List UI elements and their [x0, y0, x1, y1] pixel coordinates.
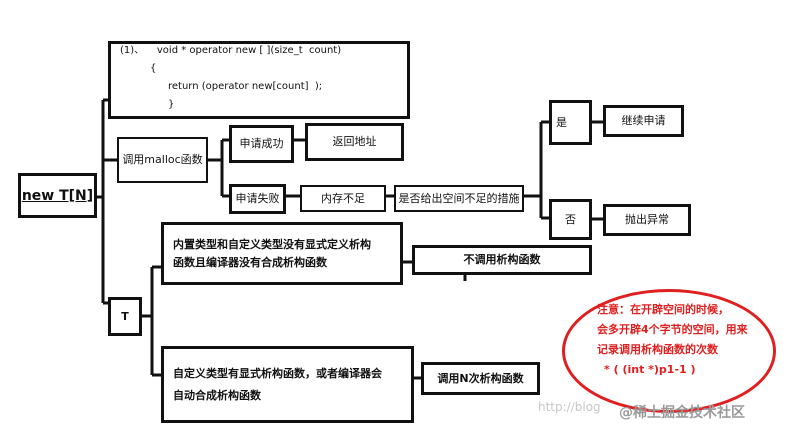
yes-label: 是	[556, 115, 567, 129]
new-array-node: new T[N]	[18, 173, 97, 218]
watermark-url: http://blog	[538, 400, 601, 414]
no-node: 否	[549, 199, 592, 240]
note-line-1: 注意：在开辟空间的时候，	[597, 303, 729, 316]
no-destructor-condition-line-1: 内置类型和自定义类型没有显式定义析构	[173, 237, 371, 251]
no-destructor-call-node: 不调用析构函数	[412, 245, 592, 275]
no-destructor-condition-line-2: 函数且编译器没有合成析构函数	[173, 255, 327, 269]
has-destructor-condition-line-1: 自定义类型有显式析构函数，或者编译器会	[173, 366, 382, 380]
has-destructor-condition-line-2: 自动合成析构函数	[173, 388, 261, 402]
out-of-memory-label: 内存不足	[321, 191, 365, 205]
return-address-label: 返回地址	[332, 135, 377, 148]
has-destructor-condition-node: 自定义类型有显式析构函数，或者编译器会 自动合成析构函数	[161, 346, 414, 423]
alloc-success-label: 申请成功	[239, 137, 284, 150]
out-of-memory-node: 内存不足	[300, 185, 386, 212]
new-array-label: new T[N]	[21, 187, 94, 204]
note-line-4: * ( (int *)p1-1 )	[604, 363, 696, 376]
watermark-brand: @稀土掘金技术社区	[619, 405, 745, 421]
alloc-failure-label: 申请失败	[235, 192, 280, 205]
call-malloc-label: 调用malloc函数	[122, 153, 203, 166]
retry-node: 继续申请	[603, 105, 684, 137]
call-destructor-n-times-node: 调用N次析构函数	[421, 362, 540, 395]
t-node: T	[108, 297, 142, 336]
return-address-node: 返回地址	[305, 123, 404, 161]
call-destructor-n-times-label: 调用N次析构函数	[437, 371, 524, 385]
note-line-2: 会多开辟4个字节的空间，用来	[597, 323, 748, 336]
yes-node: 是	[549, 100, 592, 145]
code-line-3: return (operator new[count] );	[168, 81, 323, 92]
call-malloc-node: 调用malloc函数	[117, 137, 208, 183]
note-line-3: 记录调用析构函数的次数	[597, 343, 718, 356]
operator-new-code-box	[108, 41, 410, 119]
no-destructor-call-label: 不调用析构函数	[463, 253, 541, 266]
no-label: 否	[565, 212, 576, 226]
handler-question-node: 是否给出空间不足的措施	[394, 185, 524, 212]
no-destructor-condition-node: 内置类型和自定义类型没有显式定义析构 函数且编译器没有合成析构函数	[161, 222, 403, 285]
throw-exception-label: 抛出异常	[625, 213, 669, 226]
alloc-success-node: 申请成功	[229, 125, 294, 163]
retry-label: 继续申请	[621, 114, 666, 127]
t-label: T	[121, 309, 129, 323]
code-line-4: }	[168, 99, 175, 110]
code-line-1: (1)、 void * operator new [ ](size_t coun…	[120, 45, 342, 56]
alloc-failure-node: 申请失败	[229, 184, 286, 214]
throw-exception-node: 抛出异常	[603, 204, 691, 236]
note-ellipse	[562, 289, 776, 413]
code-line-2: {	[150, 63, 157, 74]
handler-question-label: 是否给出空间不足的措施	[398, 191, 520, 205]
